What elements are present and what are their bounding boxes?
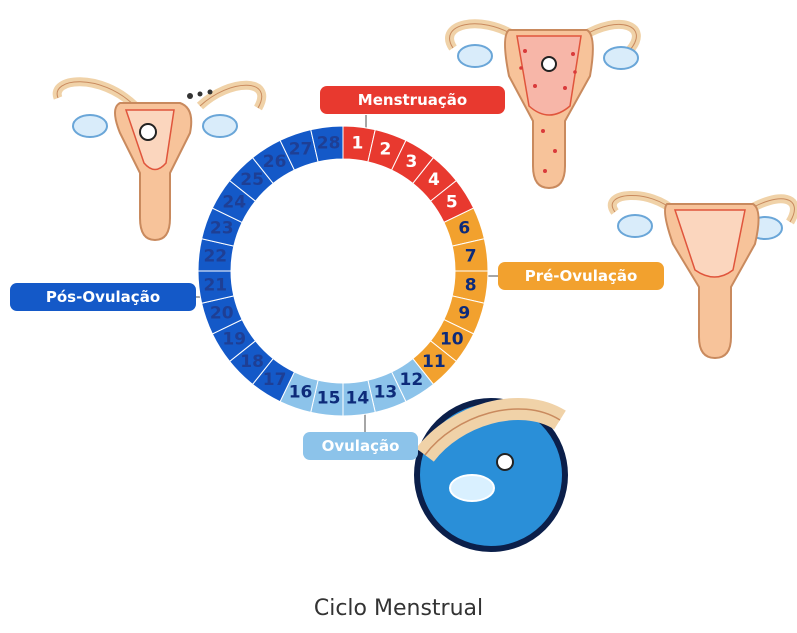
day-number-22: 22 xyxy=(203,247,227,267)
day-number-21: 21 xyxy=(203,275,227,295)
day-number-18: 18 xyxy=(240,352,264,372)
egg xyxy=(497,454,513,470)
phase-label-pre-ovulation: Pré-Ovulação xyxy=(498,262,664,290)
day-number-25: 25 xyxy=(240,170,264,190)
day-number-24: 24 xyxy=(222,193,246,213)
day-number-10: 10 xyxy=(440,329,464,349)
day-number-13: 13 xyxy=(374,382,398,402)
day-number-7: 7 xyxy=(465,247,477,267)
day-number-19: 19 xyxy=(222,329,246,349)
ovulation-zoom-illustration xyxy=(417,401,565,549)
egg xyxy=(140,124,156,140)
day-number-27: 27 xyxy=(289,140,313,160)
phase-label-post-ovulation: Pós-Ovulação xyxy=(10,283,196,311)
day-number-8: 8 xyxy=(465,275,477,295)
day-number-28: 28 xyxy=(317,133,341,153)
phase-label-menstruation: Menstruação xyxy=(320,86,505,114)
day-number-23: 23 xyxy=(210,219,234,239)
day-number-12: 12 xyxy=(400,370,424,390)
day-number-11: 11 xyxy=(422,352,446,372)
day-number-1: 1 xyxy=(351,133,363,153)
diagram-title: Ciclo Menstrual xyxy=(0,596,797,621)
ovary-left xyxy=(458,45,492,67)
day-number-3: 3 xyxy=(405,152,417,172)
day-number-6: 6 xyxy=(458,219,470,239)
day-number-15: 15 xyxy=(317,389,341,409)
day-number-16: 16 xyxy=(289,382,313,402)
day-number-20: 20 xyxy=(210,303,234,323)
ovary-right xyxy=(604,47,638,69)
ovary-left xyxy=(618,215,652,237)
day-number-4: 4 xyxy=(428,170,440,190)
day-number-17: 17 xyxy=(263,370,287,390)
day-number-26: 26 xyxy=(263,152,287,172)
ovary-right xyxy=(203,115,237,137)
ovary-left xyxy=(73,115,107,137)
day-number-2: 2 xyxy=(380,140,392,160)
day-number-9: 9 xyxy=(458,303,470,323)
phase-label-ovulation: Ovulação xyxy=(303,432,418,460)
day-number-5: 5 xyxy=(446,193,458,213)
day-number-14: 14 xyxy=(346,389,370,409)
